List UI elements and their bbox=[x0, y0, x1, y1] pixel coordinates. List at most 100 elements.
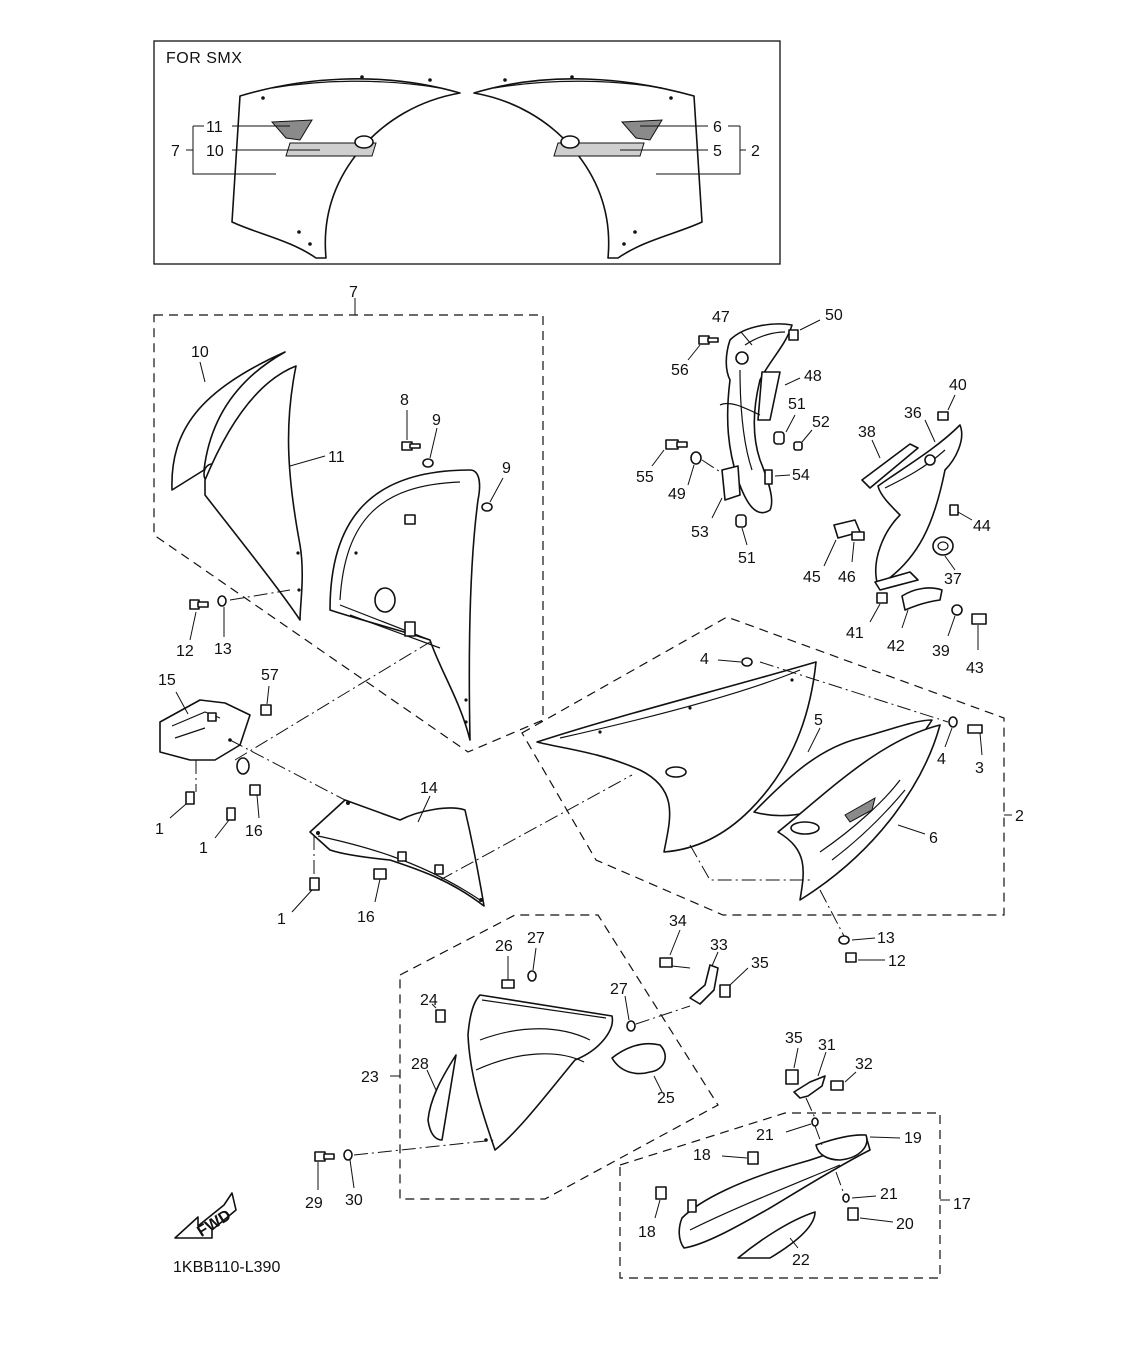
fasteners-12-13-right: 13 12 bbox=[819, 889, 906, 970]
bracket-33 bbox=[689, 964, 719, 1005]
decal-10 bbox=[171, 351, 286, 491]
label-10: 10 bbox=[191, 344, 209, 361]
fwd-arrow-icon bbox=[174, 1192, 237, 1239]
smx-inset: FOR SMX 11 10 7 6 bbox=[153, 40, 781, 265]
bracket-15: 15 57 1 1 16 bbox=[155, 641, 431, 857]
washer-9b bbox=[481, 502, 493, 512]
label-21-a: 21 bbox=[756, 1127, 774, 1144]
label-6-inset: 6 bbox=[713, 119, 722, 136]
label-5-inset: 5 bbox=[713, 143, 722, 160]
label-43: 43 bbox=[966, 660, 984, 677]
label-33: 33 bbox=[710, 937, 728, 954]
label-50: 50 bbox=[825, 307, 843, 324]
clip-24 bbox=[435, 1009, 446, 1023]
label-19: 19 bbox=[904, 1130, 922, 1147]
label-25: 25 bbox=[657, 1090, 675, 1107]
decal-11 bbox=[204, 365, 304, 621]
label-4-a: 4 bbox=[700, 651, 709, 668]
label-13-left: 13 bbox=[214, 641, 232, 658]
inset-decal-11-left bbox=[270, 119, 313, 141]
label-21-b: 21 bbox=[880, 1186, 898, 1203]
bracket-36-assembly: 36 40 38 37 44 45 46 41 42 39 43 bbox=[803, 377, 991, 677]
clip-18a bbox=[747, 1151, 759, 1165]
label-37: 37 bbox=[944, 571, 962, 588]
label-23: 23 bbox=[361, 1069, 379, 1086]
clip-42 bbox=[901, 587, 943, 611]
smx-inset-frame bbox=[153, 40, 781, 265]
strip-28 bbox=[427, 1054, 457, 1141]
group-23-under-cowl: 23 24 28 26 27 27 25 29 30 bbox=[305, 914, 719, 1212]
pad-38 bbox=[861, 443, 919, 489]
washer-4a bbox=[741, 657, 753, 667]
label-4-b: 4 bbox=[937, 751, 946, 768]
label-9-b: 9 bbox=[502, 460, 511, 477]
washer-4b bbox=[948, 716, 958, 728]
label-48: 48 bbox=[804, 368, 822, 385]
label-54: 54 bbox=[792, 467, 810, 484]
label-9-a: 9 bbox=[432, 412, 441, 429]
label-46: 46 bbox=[838, 569, 856, 586]
label-47: 47 bbox=[712, 309, 730, 326]
clip-54 bbox=[764, 469, 773, 485]
nut-50 bbox=[788, 329, 799, 341]
label-7: 7 bbox=[349, 284, 358, 301]
label-42: 42 bbox=[887, 638, 905, 655]
smx-inset-title: FOR SMX bbox=[166, 50, 242, 67]
under-cowl-panel bbox=[467, 994, 614, 1151]
label-6: 6 bbox=[929, 830, 938, 847]
label-53: 53 bbox=[691, 524, 709, 541]
clip-18b bbox=[655, 1186, 667, 1200]
label-36: 36 bbox=[904, 405, 922, 422]
fasteners-12-13-left: 12 13 bbox=[176, 589, 291, 660]
label-49: 49 bbox=[668, 486, 686, 503]
strip-48 bbox=[757, 371, 781, 421]
label-45: 45 bbox=[803, 569, 821, 586]
screw-8 bbox=[401, 410, 421, 451]
bracket-47-assembly: 47 56 50 48 51 52 55 49 53 54 51 bbox=[636, 307, 843, 567]
label-7-inset: 7 bbox=[171, 143, 180, 160]
bracket-31-assembly: 35 31 32 21 bbox=[756, 1030, 873, 1146]
label-26: 26 bbox=[495, 938, 513, 955]
clip-35b bbox=[785, 1069, 799, 1085]
label-29: 29 bbox=[305, 1195, 323, 1212]
label-20: 20 bbox=[896, 1216, 914, 1233]
label-27-a: 27 bbox=[527, 930, 545, 947]
inner-cowl-panel bbox=[329, 469, 481, 741]
grommet-37 bbox=[932, 536, 954, 556]
decal-22 bbox=[737, 1211, 816, 1259]
drawing-code: 1KBB110-L390 bbox=[173, 1259, 280, 1276]
bracket-31 bbox=[793, 1075, 826, 1099]
label-35-b: 35 bbox=[785, 1030, 803, 1047]
label-32: 32 bbox=[855, 1056, 873, 1073]
bracket-33-35: 34 33 35 bbox=[659, 913, 769, 1005]
label-5: 5 bbox=[814, 712, 823, 729]
label-12-right: 12 bbox=[888, 953, 906, 970]
label-34: 34 bbox=[669, 913, 687, 930]
panel-14: 14 1 16 bbox=[277, 774, 633, 928]
label-22: 22 bbox=[792, 1252, 810, 1269]
label-15: 15 bbox=[158, 672, 176, 689]
right-main-cowl bbox=[536, 661, 817, 853]
fwd-arrow: FWD bbox=[174, 1192, 237, 1241]
label-18-b: 18 bbox=[638, 1224, 656, 1241]
label-35-a: 35 bbox=[751, 955, 769, 972]
label-1-b: 1 bbox=[199, 840, 208, 857]
label-31: 31 bbox=[818, 1037, 836, 1054]
label-2-inset: 2 bbox=[751, 143, 760, 160]
label-8: 8 bbox=[400, 392, 409, 409]
label-30: 30 bbox=[345, 1192, 363, 1209]
label-1-c: 1 bbox=[277, 911, 286, 928]
label-3: 3 bbox=[975, 760, 984, 777]
label-24: 24 bbox=[420, 992, 438, 1009]
clip-53 bbox=[721, 465, 741, 501]
label-2: 2 bbox=[1015, 808, 1024, 825]
label-41: 41 bbox=[846, 625, 864, 642]
label-27-b: 27 bbox=[610, 981, 628, 998]
inset-left-cowl bbox=[231, 75, 461, 259]
label-44: 44 bbox=[973, 518, 991, 535]
label-56: 56 bbox=[671, 362, 689, 379]
label-52: 52 bbox=[812, 414, 830, 431]
label-28: 28 bbox=[411, 1056, 429, 1073]
label-12-left: 12 bbox=[176, 643, 194, 660]
label-51-a: 51 bbox=[788, 396, 806, 413]
